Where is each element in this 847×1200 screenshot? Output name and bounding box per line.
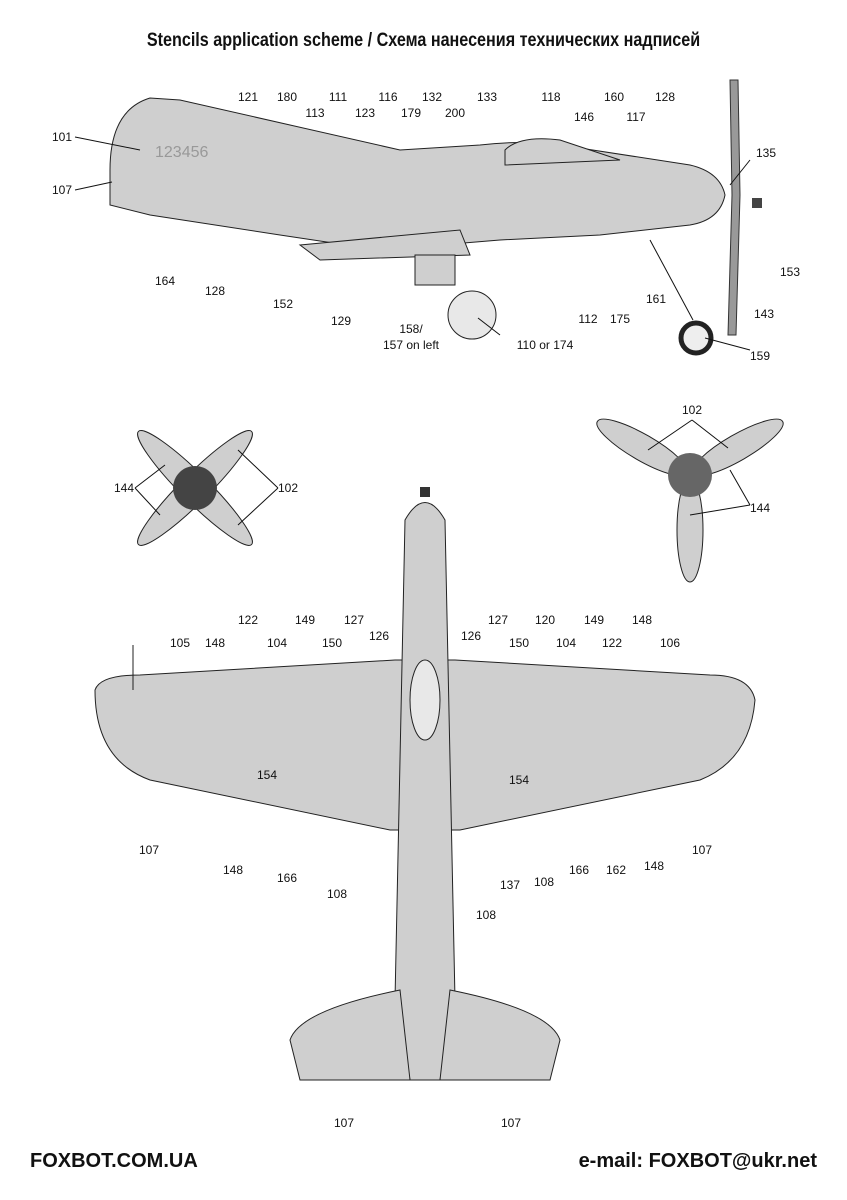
callout-label: 127 <box>488 613 508 627</box>
callout-label: 154 <box>509 773 529 787</box>
callout-label: 133 <box>477 90 497 104</box>
callout-label: 106 <box>660 636 680 650</box>
callout-label: 116 <box>378 90 397 104</box>
callout-label: 148 <box>632 613 652 627</box>
callout-label: 160 <box>604 90 624 104</box>
callout-label: 127 <box>344 613 364 627</box>
callout-label: 107 <box>501 1116 521 1130</box>
callout-label: 159 <box>750 349 770 363</box>
callout-label: 135 <box>756 146 776 160</box>
callout-label: 128 <box>655 90 675 104</box>
callout-label: 108 <box>534 875 554 889</box>
callout-label: 128 <box>205 284 225 298</box>
callout-label: 104 <box>267 636 287 650</box>
page-title: Stencils application scheme / Схема нане… <box>146 30 701 51</box>
callout-label: 148 <box>223 863 243 877</box>
callout-label: 161 <box>646 292 666 306</box>
callout-label: 107 <box>334 1116 354 1130</box>
email-footer: e-mail: FOXBOT@ukr.net <box>578 1150 817 1172</box>
propeller-3-blade <box>596 418 784 583</box>
callout-label: 157 on left <box>383 338 440 352</box>
callout-label: 162 <box>606 863 626 877</box>
callout-label: 101 <box>52 130 72 144</box>
callout-label: 129 <box>331 314 351 328</box>
callout-label: 108 <box>327 887 347 901</box>
callout-label: 200 <box>445 106 465 120</box>
callout-label: 180 <box>277 90 297 104</box>
callout-label: 104 <box>556 636 576 650</box>
callout-label: 148 <box>205 636 225 650</box>
side-view-aircraft: 123456 <box>74 79 762 356</box>
callout-label: 118 <box>541 90 560 104</box>
callout-label: 120 <box>535 613 555 627</box>
callout-label: 179 <box>401 106 421 120</box>
website-footer: FOXBOT.COM.UA <box>30 1150 198 1172</box>
callout-label: 121 <box>238 90 258 104</box>
callout-label: 112 <box>578 312 597 326</box>
callout-label: 166 <box>569 863 589 877</box>
callout-label: 126 <box>461 629 481 643</box>
callout-label: 150 <box>322 636 342 650</box>
callout-label: 117 <box>626 110 645 124</box>
callout-label: 149 <box>295 613 315 627</box>
callout-label: 107 <box>692 843 712 857</box>
callout-label: 146 <box>574 110 594 124</box>
callout-label: 137 <box>500 878 520 892</box>
callout-label: 126 <box>369 629 389 643</box>
callout-label: 105 <box>170 636 190 650</box>
callout-label: 152 <box>273 297 293 311</box>
callout-label: 111 <box>329 90 348 104</box>
callout-label: 122 <box>602 636 622 650</box>
callout-label: 153 <box>780 265 800 279</box>
callout-label: 144 <box>114 481 134 495</box>
callout-label: 108 <box>476 908 496 922</box>
serial-number: 123456 <box>155 144 208 161</box>
callout-label: 107 <box>139 843 159 857</box>
callout-label: 123 <box>355 106 375 120</box>
callout-label: 102 <box>278 481 298 495</box>
callout-label: 166 <box>277 871 297 885</box>
callout-label: 164 <box>155 274 175 288</box>
callout-label: 149 <box>584 613 604 627</box>
propeller-4-blade <box>134 430 279 546</box>
callout-label: 122 <box>238 613 258 627</box>
callout-label: 113 <box>305 106 324 120</box>
callout-label: 175 <box>610 312 630 326</box>
callout-label: 132 <box>422 90 442 104</box>
callout-label: 143 <box>754 307 774 321</box>
top-view-aircraft <box>94 487 756 1081</box>
callout-label: 110 or 174 <box>517 338 574 352</box>
callout-label: 102 <box>682 403 702 417</box>
callout-label: 150 <box>509 636 529 650</box>
callout-label: 154 <box>257 768 277 782</box>
callout-label: 144 <box>750 501 770 515</box>
callout-label: 107 <box>52 183 72 197</box>
callout-label: 158/ <box>399 322 423 336</box>
callout-label: 148 <box>644 859 664 873</box>
